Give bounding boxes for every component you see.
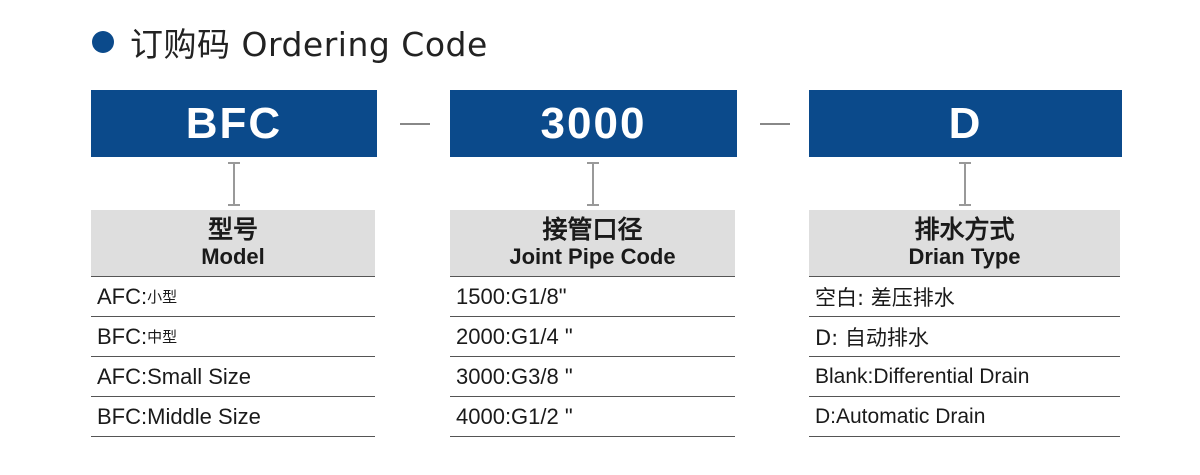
- list-item: D: 自动排水: [809, 317, 1120, 357]
- connector-pipe: [587, 162, 599, 206]
- list-item: Blank:Differential Drain: [809, 357, 1120, 397]
- list-item: 4000:G1/2 ": [450, 397, 735, 437]
- header-en: Model: [201, 244, 265, 269]
- header-en: Drian Type: [908, 244, 1021, 269]
- list-item: 3000:G3/8 ": [450, 357, 735, 397]
- code-separator-1: [400, 123, 430, 125]
- header-en: Joint Pipe Code: [509, 244, 676, 269]
- column-header-pipe: 接管口径 Joint Pipe Code: [450, 210, 735, 277]
- bullet-icon: [92, 31, 114, 53]
- header-zh: 排水方式: [914, 215, 1015, 244]
- code-segment-model: BFC: [91, 90, 377, 157]
- connector-model: [228, 162, 240, 206]
- list-item: 空白: 差压排水: [809, 277, 1120, 317]
- header-zh: 接管口径: [542, 215, 643, 244]
- column-model: 型号 Model AFC:小型 BFC:中型 AFC:Small Size BF…: [91, 210, 375, 437]
- list-item: 1500:G1/8": [450, 277, 735, 317]
- list-item: BFC:Middle Size: [91, 397, 375, 437]
- section-title: 订购码 Ordering Code: [92, 22, 488, 64]
- column-drain: 排水方式 Drian Type 空白: 差压排水 D: 自动排水 Blank:D…: [809, 210, 1120, 437]
- column-header-drain: 排水方式 Drian Type: [809, 210, 1120, 277]
- list-item: AFC:Small Size: [91, 357, 375, 397]
- list-item: D:Automatic Drain: [809, 397, 1120, 437]
- list-item: BFC:中型: [91, 317, 375, 357]
- header-zh: 型号: [207, 215, 258, 244]
- list-item: AFC:小型: [91, 277, 375, 317]
- column-header-model: 型号 Model: [91, 210, 375, 277]
- list-item: 2000:G1/4 ": [450, 317, 735, 357]
- section-title-text: 订购码 Ordering Code: [130, 25, 488, 64]
- column-pipe: 接管口径 Joint Pipe Code 1500:G1/8" 2000:G1/…: [450, 210, 735, 437]
- code-segment-pipe: 3000: [450, 90, 737, 157]
- connector-drain: [959, 162, 971, 206]
- code-segment-drain: D: [809, 90, 1122, 157]
- code-separator-2: [760, 123, 790, 125]
